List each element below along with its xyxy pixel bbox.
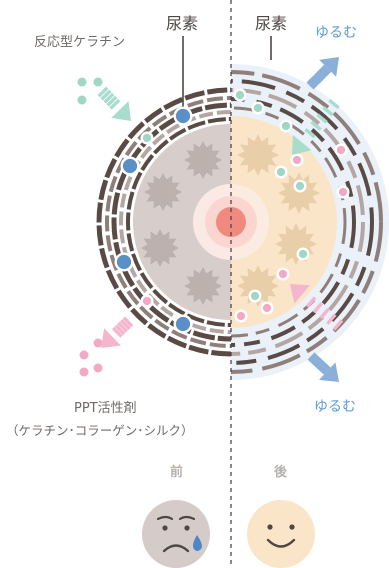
before-cortex-cells bbox=[141, 141, 222, 305]
loosen-label-bottom: ゆるむ bbox=[314, 399, 356, 415]
ppt-dot bbox=[292, 155, 302, 165]
urea-dot bbox=[116, 254, 132, 270]
loosen-out-arrow-top-shaft bbox=[306, 64, 332, 90]
keratin-in-arrow-after-stripe bbox=[316, 113, 328, 124]
keratin-in-arrow-stripe bbox=[97, 86, 109, 98]
cortex-cell-before bbox=[141, 229, 179, 267]
ppt-in-arrow-left-stripe bbox=[114, 324, 126, 336]
loosen-out-arrow-bottom-shaft bbox=[307, 352, 331, 375]
ppt-detail-label: （ケラチン･コラーゲン･シルク） bbox=[6, 423, 194, 438]
before-cuticle-rings bbox=[96, 87, 231, 357]
keratin-in-arrow-stripe bbox=[109, 98, 121, 110]
keratin-in-arrow-stripe bbox=[103, 92, 115, 104]
keratin-dot bbox=[276, 167, 286, 177]
ppt-in-arrow-after-stripe bbox=[312, 302, 324, 314]
before-half bbox=[96, 87, 231, 357]
smile-face-icon bbox=[247, 500, 315, 568]
keratin-in-arrow-after-stripe bbox=[304, 127, 316, 139]
keratin-dot bbox=[235, 90, 245, 100]
keratin-dot bbox=[281, 121, 291, 131]
keratin-in-arrow-stripe bbox=[100, 89, 112, 101]
keratin-in-arrow-after bbox=[292, 98, 340, 155]
keratin-dot bbox=[142, 133, 152, 143]
medulla-core bbox=[216, 207, 246, 237]
keratin-dot-free bbox=[77, 95, 87, 105]
keratin-in-arrow-after-stripe bbox=[322, 106, 334, 117]
before-label: 前 bbox=[170, 465, 184, 480]
keratin-dot bbox=[250, 291, 260, 301]
ppt-dot-free bbox=[93, 338, 103, 348]
loosen-out-arrow-bottom bbox=[307, 352, 339, 382]
urea-dot bbox=[122, 158, 138, 174]
urea-dot bbox=[175, 316, 191, 332]
loosen-out-arrow-top-head bbox=[319, 57, 339, 77]
cortex-cell-after bbox=[237, 265, 279, 307]
ppt-dot-free bbox=[79, 350, 89, 360]
tear-icon bbox=[193, 535, 202, 551]
ppt-in-arrow-after bbox=[290, 284, 344, 331]
penetration-arrows bbox=[97, 57, 344, 382]
before-cortex bbox=[133, 124, 231, 320]
keratin-in-arrow-stripe bbox=[106, 95, 118, 107]
cortex-cell-after bbox=[275, 223, 317, 265]
urea-dot bbox=[175, 108, 191, 124]
ppt-in-arrow-left-head bbox=[101, 328, 121, 348]
ppt-in-arrow-after-stripe bbox=[332, 319, 344, 331]
ppt-dot bbox=[236, 311, 246, 321]
ppt-in-arrow-after-stripe bbox=[305, 296, 317, 308]
keratin-dot-free bbox=[77, 77, 87, 87]
ppt-in-arrow-after-stripe bbox=[326, 313, 337, 325]
ppt-dot-free bbox=[79, 367, 89, 377]
keratin-dot bbox=[298, 249, 308, 259]
after-half bbox=[231, 70, 383, 374]
ppt-in-arrow-left bbox=[101, 316, 134, 348]
ppt-dot-free bbox=[93, 363, 103, 373]
keratin-dot bbox=[295, 181, 305, 191]
urea-label-after: 尿素 bbox=[255, 14, 288, 33]
ppt-in-arrow-left-stripe bbox=[117, 321, 129, 333]
loosen-out-arrow-top bbox=[306, 57, 339, 90]
ppt-in-arrow-after-stripe bbox=[319, 307, 330, 320]
ppt-dot bbox=[278, 269, 288, 279]
keratin-dot bbox=[253, 103, 263, 113]
ppt-dot bbox=[338, 187, 348, 197]
ppt-dot bbox=[262, 303, 272, 313]
keratin-label: 反応型ケラチン bbox=[34, 35, 126, 50]
ppt-in-arrow-left-stripe bbox=[119, 319, 131, 331]
ppt-in-arrow-after-head bbox=[290, 284, 310, 304]
keratin-in-arrow-head bbox=[111, 101, 131, 121]
ppt-dot bbox=[142, 296, 152, 306]
keratin-in-arrow-after-stripe bbox=[310, 120, 322, 131]
cortex-cell-after bbox=[237, 134, 279, 176]
loosen-label-top: ゆるむ bbox=[315, 25, 357, 41]
after-cortex-cells bbox=[237, 134, 320, 307]
ppt-label: PPT活性剤 bbox=[74, 401, 137, 416]
molecule-dots bbox=[77, 77, 350, 377]
cortex-cell-after bbox=[278, 172, 320, 214]
keratin-in-arrow bbox=[97, 86, 131, 121]
cortex-cell-before bbox=[184, 141, 222, 179]
loosen-out-arrow-bottom-head bbox=[319, 362, 339, 382]
keratin-in-arrow-after-stripe bbox=[328, 98, 340, 110]
cortex-cell-before bbox=[144, 173, 182, 211]
keratin-in-arrow-after-head bbox=[292, 135, 312, 155]
keratin-dot-free bbox=[93, 77, 103, 87]
sad-face-icon bbox=[142, 500, 210, 568]
cortex-cell-before bbox=[184, 267, 222, 305]
after-label: 後 bbox=[274, 465, 288, 480]
ppt-in-arrow-left-stripe bbox=[111, 326, 123, 338]
after-cuticle-rings bbox=[231, 70, 383, 374]
ppt-dot bbox=[336, 145, 346, 155]
urea-label-before: 尿素 bbox=[166, 14, 199, 33]
ppt-in-arrow-left-stripe bbox=[122, 316, 134, 328]
